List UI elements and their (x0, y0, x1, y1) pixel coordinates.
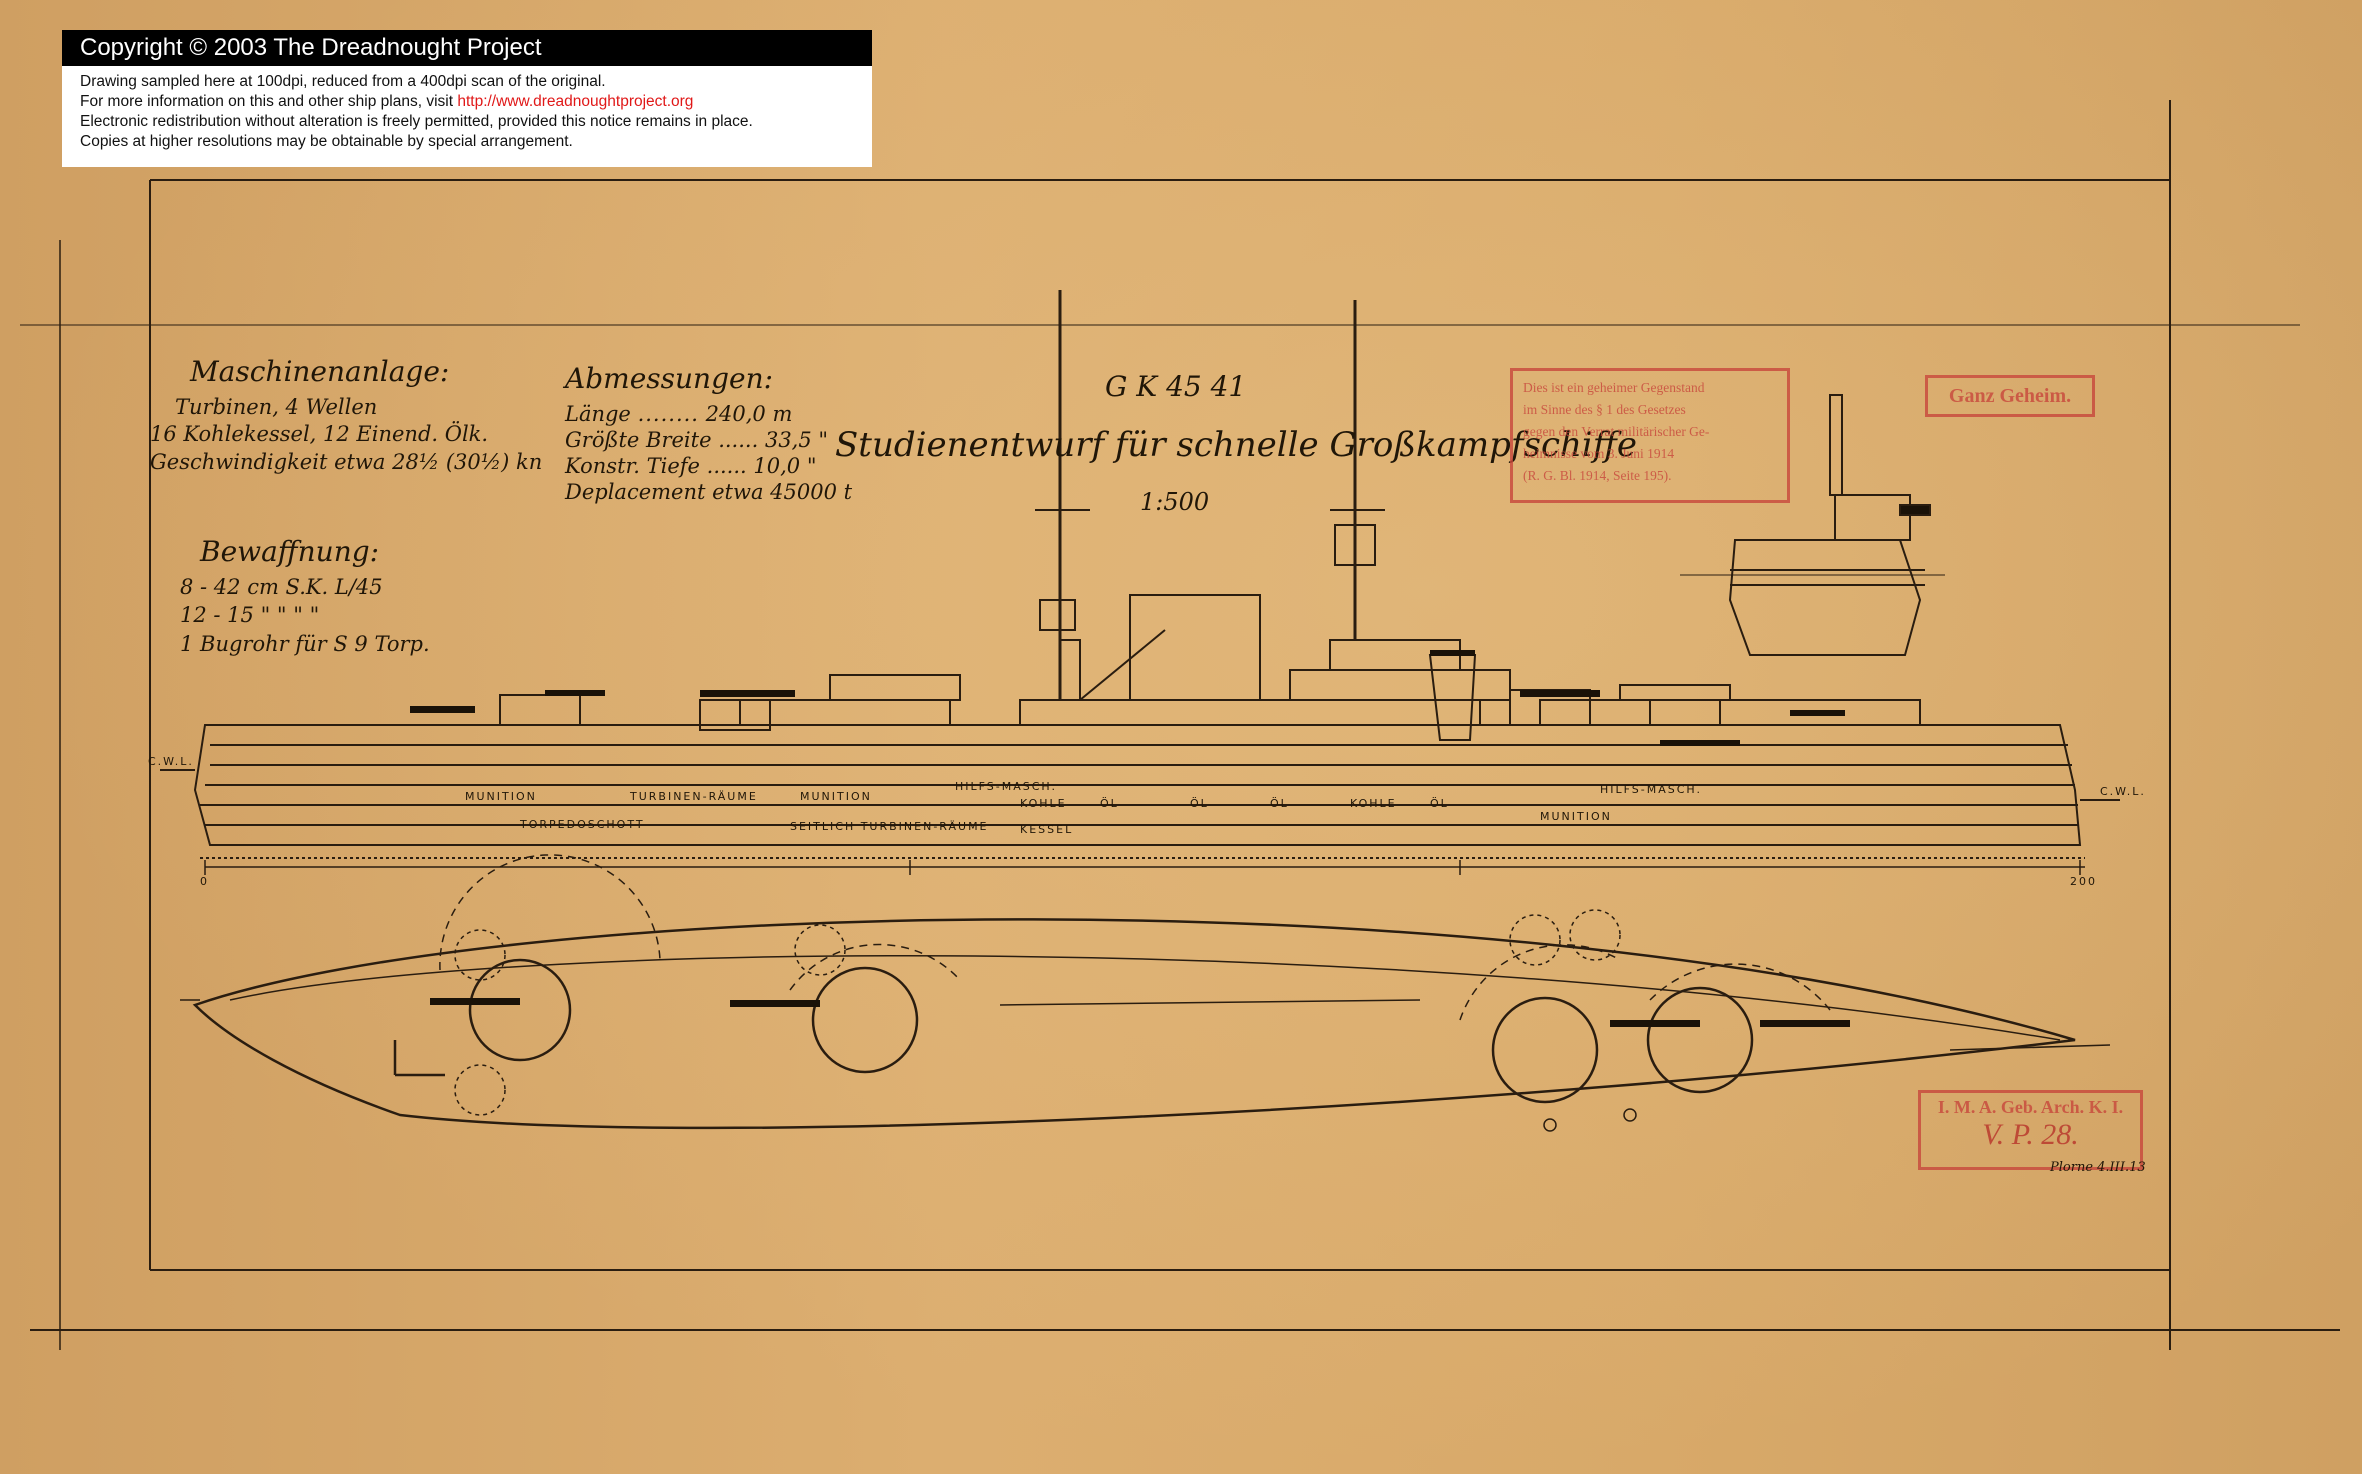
compartment-label: HILFS-MASCH. (1600, 783, 1702, 796)
compartment-label: MUNITION (465, 790, 537, 803)
archive-stamp: I. M. A. Geb. Arch. K. I. V. P. 28. (1918, 1090, 2143, 1170)
notice-line: Drawing sampled here at 100dpi, reduced … (80, 73, 606, 90)
compartment-label: SEITLICH TURBINEN-RÄUME (790, 820, 989, 833)
dimension-row: Länge ........ 240,0 m (565, 402, 793, 426)
compartment-label: ÖL (1100, 797, 1119, 810)
machinery-heading: Maschinenanlage: (190, 355, 450, 388)
dimensions-heading: Abmessungen: (565, 362, 774, 395)
hull-outline (193, 724, 2082, 846)
drawing-title: Studienentwurf für schnelle Großkampfsch… (835, 425, 1637, 465)
plan-view (180, 854, 2111, 1132)
compartment-label: ÖL (1430, 797, 1449, 810)
dimension-row: Größte Breite ...... 33,5 " (565, 428, 829, 452)
compartment-label: KOHLE (1020, 797, 1067, 810)
armament-line: 12 - 15 " " " " (180, 603, 320, 627)
compartment-label: KOHLE (1350, 797, 1397, 810)
frame-number: 200 (2070, 875, 2097, 888)
machinery-line: Geschwindigkeit etwa 28½ (30½) kn (150, 450, 543, 474)
machinery-line: Turbinen, 4 Wellen (175, 395, 378, 419)
profile-view (160, 290, 2120, 859)
frame-scale (204, 860, 2085, 875)
notice-link[interactable]: http://www.dreadnoughtproject.org (457, 93, 694, 110)
compartment-label: MUNITION (800, 790, 872, 803)
waterline-label: C.W.L. (148, 755, 194, 768)
main-guns-plan (430, 998, 1850, 1027)
cross-section (1680, 394, 1945, 656)
compartment-label: HILFS-MASCH. (955, 780, 1057, 793)
compartment-label: ÖL (1270, 797, 1289, 810)
copyright-notice: Copyright © 2003 The Dreadnought Project… (62, 30, 872, 167)
dimension-row: Konstr. Tiefe ...... 10,0 " (565, 454, 817, 478)
compartment-label: TORPEDOSCHOTT (520, 818, 645, 831)
compartment-label: TURBINEN-RÄUME (630, 790, 758, 803)
secret-stamp: Dies ist ein geheimer Gegenstand im Sinn… (1510, 368, 1790, 503)
notice-line: Electronic redistribution without altera… (80, 113, 753, 130)
machinery-line: 16 Kohlekessel, 12 Einend. Ölk. (150, 422, 489, 446)
armament-line: 8 - 42 cm S.K. L/45 (180, 575, 383, 599)
drawing-ref: G K 45 41 (1105, 370, 1247, 403)
compartment-label: KESSEL (1020, 823, 1074, 836)
waterline-label: C.W.L. (2100, 785, 2146, 798)
armament-heading: Bewaffnung: (200, 535, 380, 568)
armament-line: 1 Bugrohr für S 9 Torp. (180, 632, 430, 656)
compartment-label: MUNITION (1540, 810, 1612, 823)
hull-plan (192, 918, 2076, 1130)
frame-number: 0 (200, 875, 209, 888)
dimension-row: Deplacement etwa 45000 t (565, 480, 853, 504)
signature: Plorne 4.III.13 (2050, 1160, 2146, 1175)
ganz-geheim-stamp: Ganz Geheim. (1925, 375, 2095, 417)
compartment-label: ÖL (1190, 797, 1209, 810)
notice-title: Copyright © 2003 The Dreadnought Project (62, 30, 872, 66)
drawing-scale: 1:500 (1140, 488, 1210, 516)
notice-line: For more information on this and other s… (80, 93, 694, 110)
main-guns-profile (410, 650, 1845, 746)
notice-line: Copies at higher resolutions may be obta… (80, 133, 573, 150)
